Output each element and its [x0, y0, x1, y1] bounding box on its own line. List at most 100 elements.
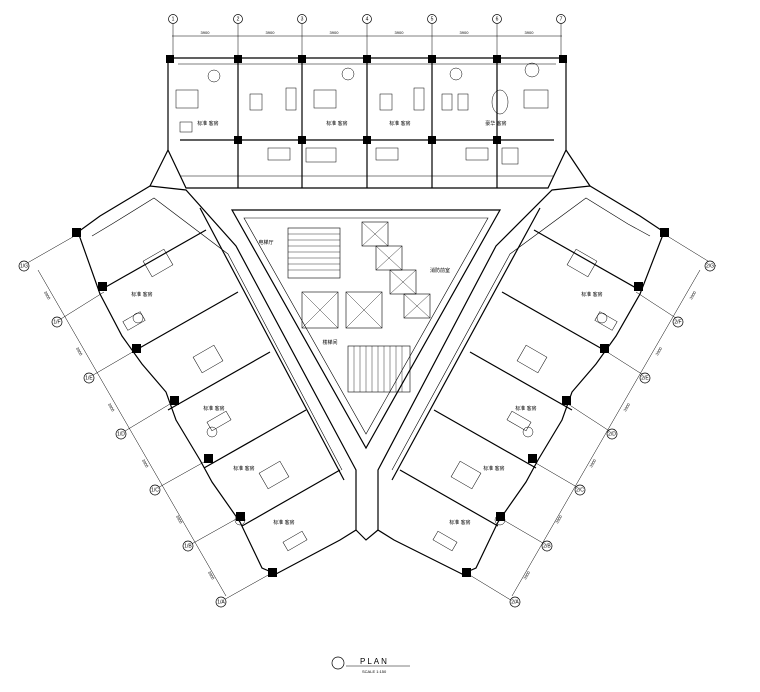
svg-text:6: 6	[496, 16, 499, 22]
left-axis-bubble-4: 1/D	[115, 428, 127, 440]
core-inner	[243, 217, 489, 435]
top-wing: 1 2 3 4 5 6 7 3900 3900 3900 3900 3900 3…	[166, 14, 567, 189]
left-room-label-4: 标准 客房	[273, 519, 294, 526]
top-axis-bubble-4: 4	[362, 14, 372, 24]
top-room-label-4: 豪华 客房	[485, 120, 506, 127]
lower-stair	[347, 345, 411, 393]
svg-text:4: 4	[366, 16, 369, 22]
svg-text:1/G: 1/G	[20, 263, 28, 269]
left-room-label-2: 标准 客房	[203, 405, 224, 412]
svg-text:2/E: 2/E	[641, 375, 649, 381]
svg-text:1/D: 1/D	[117, 431, 125, 437]
right-wing-furniture	[432, 248, 618, 552]
top-axis-bubble-3: 3	[297, 14, 307, 24]
left-axis-bubble-3: 1/E	[83, 372, 95, 384]
core-label-3: 楼梯间	[322, 339, 337, 346]
svg-text:3900: 3900	[588, 457, 597, 468]
right-room-label-3: 标准 客房	[483, 465, 504, 472]
right-axis-bubble-6: 2/B	[541, 540, 553, 552]
core-label-2: 消防前室	[430, 267, 450, 274]
top-dim-3: 3900	[330, 30, 340, 35]
connector-bottom	[355, 529, 379, 541]
plan-scale: SCALE 1:150	[362, 669, 387, 674]
connector-right	[565, 149, 591, 187]
core-label-1: 电梯厅	[258, 239, 273, 246]
svg-text:3900: 3900	[522, 569, 531, 580]
top-dim-1: 3900	[201, 30, 211, 35]
left-wing-outline	[77, 185, 357, 575]
shaft-b	[345, 291, 383, 329]
left-axis-bubble-7: 1/A	[215, 596, 227, 608]
right-axis-bubble-5: 2/C	[574, 484, 586, 496]
top-wing-outline	[167, 57, 567, 189]
svg-text:1/B: 1/B	[184, 543, 192, 549]
top-dim-5: 3900	[460, 30, 470, 35]
core-outer	[230, 209, 502, 450]
svg-text:3900: 3900	[654, 345, 663, 356]
top-axis-bubble-7: 7	[556, 14, 566, 24]
top-dim-6: 3900	[525, 30, 535, 35]
upper-stair	[287, 227, 341, 279]
top-room-label-2: 标准 客房	[326, 120, 347, 127]
top-axis-bubble-2: 2	[233, 14, 243, 24]
right-dimension-line	[511, 269, 701, 597]
svg-text:1/A: 1/A	[217, 599, 225, 605]
left-axis-bubble-2: 1/F	[51, 316, 63, 328]
svg-text:2/B: 2/B	[543, 543, 551, 549]
connector-left	[149, 149, 169, 187]
svg-text:2/G: 2/G	[706, 263, 714, 269]
right-axis-bubble-3: 2/E	[639, 372, 651, 384]
svg-text:7: 7	[560, 16, 563, 22]
svg-text:2/A: 2/A	[511, 599, 519, 605]
svg-text:2/F: 2/F	[674, 319, 681, 325]
svg-text:1/C: 1/C	[151, 487, 159, 493]
svg-text:3900: 3900	[688, 289, 697, 300]
top-axis-bubble-1: 1	[168, 14, 178, 24]
right-wing-outline	[377, 185, 665, 575]
shaft-a	[301, 291, 339, 329]
right-axis-bubble-7: 2/A	[509, 596, 521, 608]
right-axis-bubble-1: 2/G	[704, 260, 716, 272]
svg-text:3900: 3900	[75, 346, 84, 357]
left-wing: 标准 客房 标准 客房 标准 客房 标准 客房 3900 3900 3900 3…	[18, 185, 357, 608]
right-room-label-4: 标准 客房	[449, 519, 470, 526]
svg-text:2/C: 2/C	[576, 487, 584, 493]
svg-text:3900: 3900	[107, 402, 116, 413]
top-axis-bubble-5: 5	[427, 14, 437, 24]
left-wing-furniture	[122, 248, 308, 552]
svg-text:3900: 3900	[141, 458, 150, 469]
top-room-label-3: 标准 客房	[389, 120, 410, 127]
right-wing: 标准 客房 标准 客房 标准 客房 标准 客房 3900 3900 3900 3…	[377, 185, 717, 608]
svg-text:3900: 3900	[43, 290, 52, 301]
right-axis-bubble-2: 2/F	[672, 316, 684, 328]
right-room-label-1: 标准 客房	[581, 291, 602, 298]
plan-title: PLAN	[360, 657, 389, 666]
svg-text:3: 3	[301, 16, 304, 22]
title-block: PLAN SCALE 1:150	[331, 656, 410, 674]
right-room-label-2: 标准 客房	[515, 405, 536, 412]
svg-text:3900: 3900	[207, 570, 216, 581]
top-dim-2: 3900	[266, 30, 276, 35]
top-dim-4: 3900	[395, 30, 405, 35]
left-axis-bubble-6: 1/B	[182, 540, 194, 552]
right-axis-bubble-4: 2/D	[606, 428, 618, 440]
left-axis-bubble-5: 1/C	[149, 484, 161, 496]
left-room-label-1: 标准 客房	[131, 291, 152, 298]
svg-text:1/F: 1/F	[53, 319, 60, 325]
svg-text:5: 5	[431, 16, 434, 22]
svg-text:3900: 3900	[622, 401, 631, 412]
svg-text:3900: 3900	[554, 513, 563, 524]
svg-text:2: 2	[237, 16, 240, 22]
left-room-label-3: 标准 客房	[233, 465, 254, 472]
svg-text:2/D: 2/D	[608, 431, 616, 437]
svg-text:3900: 3900	[175, 514, 184, 525]
left-dimension-line	[37, 269, 227, 597]
top-furniture	[175, 62, 549, 165]
top-room-label-1: 标准 客房	[197, 120, 218, 127]
central-core: 电梯厅 消防前室 楼梯间	[230, 209, 502, 450]
top-axis-bubble-6: 6	[492, 14, 502, 24]
svg-text:1: 1	[172, 16, 175, 22]
svg-text:1/E: 1/E	[85, 375, 93, 381]
elevator-bank	[361, 221, 431, 319]
